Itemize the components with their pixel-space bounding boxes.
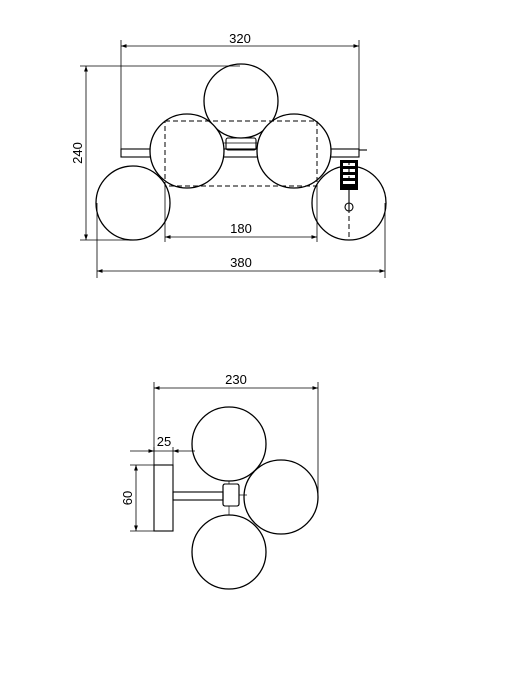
hub — [222, 483, 240, 507]
dimension-25-label: 25 — [157, 434, 171, 449]
dimension-240: 240 — [70, 65, 240, 241]
side-globe-right — [243, 459, 319, 535]
dimension-180-label: 180 — [230, 221, 252, 236]
dimension-320-label: 320 — [229, 31, 251, 46]
dimension-180: 180 — [164, 186, 318, 242]
front-view: 320 240 180 380 — [70, 31, 387, 278]
dimension-380-label: 380 — [230, 255, 252, 270]
dimension-380: 380 — [96, 203, 386, 278]
globe-top — [203, 63, 279, 139]
dimension-25: 25 — [130, 434, 195, 465]
globe-left — [95, 165, 171, 241]
arm — [172, 491, 224, 501]
side-globe-bottom — [191, 514, 267, 590]
dimension-320: 320 — [120, 31, 360, 150]
socket-detail — [340, 160, 358, 240]
globe-mid-left — [149, 113, 225, 189]
backplate — [153, 464, 174, 532]
dimension-240-label: 240 — [70, 142, 85, 164]
dimension-60-label: 60 — [120, 491, 135, 505]
side-view: 230 25 60 — [120, 372, 319, 590]
dimension-230-label: 230 — [225, 372, 247, 387]
dimension-60: 60 — [120, 464, 154, 532]
globe-mid-right — [256, 113, 332, 189]
